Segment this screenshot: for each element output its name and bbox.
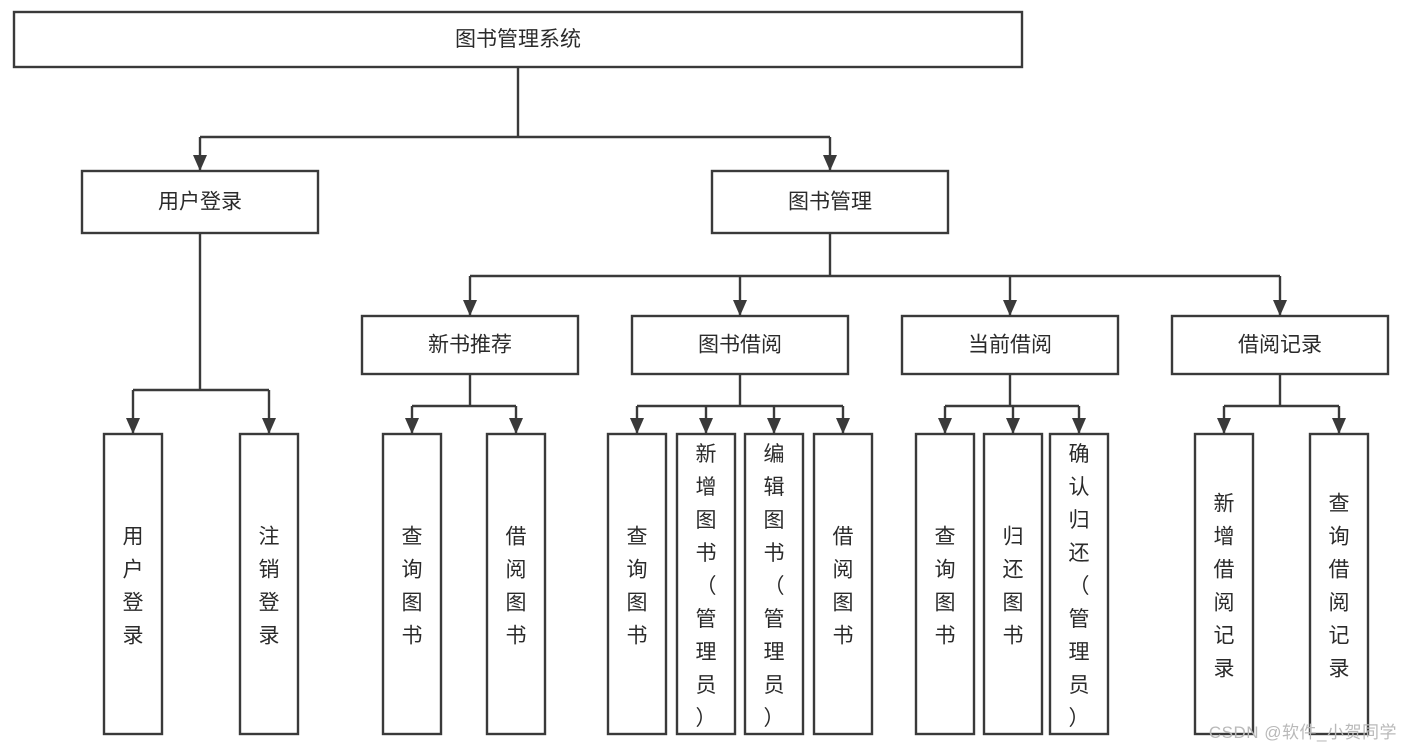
arrow-head-icon [1006,418,1020,434]
node-label: 查询图书 [935,526,956,648]
node-label: 图书借阅 [698,334,782,357]
node-leaf-return-book[interactable]: 归还图书 [982,432,1044,736]
node-borrow-record[interactable]: 借阅记录 [1170,314,1390,376]
node-label: 归还图书 [1003,526,1024,648]
node-label: 查询图书 [627,526,648,648]
node-label: 查询借阅记录 [1329,493,1350,681]
connectors-layer [126,67,1346,434]
node-new-book-recommend[interactable]: 新书推荐 [360,314,580,376]
arrow-head-icon [463,300,477,316]
node-leaf-user-login[interactable]: 用户登录 [102,432,164,736]
node-label: 注销登录 [259,526,280,648]
nodes-layer: 图书管理系统用户登录图书管理新书推荐图书借阅当前借阅借阅记录用户登录注销登录查询… [12,10,1390,736]
arrow-head-icon [836,418,850,434]
node-user-login[interactable]: 用户登录 [80,169,320,235]
node-label: 借阅图书 [506,526,527,648]
node-leaf-borrow-book-1[interactable]: 借阅图书 [485,432,547,736]
arrow-head-icon [733,300,747,316]
arrow-head-icon [126,418,140,434]
node-label: 图书管理系统 [455,28,581,51]
arrow-head-icon [1217,418,1231,434]
arrow-head-icon [699,418,713,434]
node-label: 用户登录 [158,191,242,214]
node-label: 用户登录 [123,526,144,648]
node-label: 借阅记录 [1238,334,1322,357]
arrow-head-icon [262,418,276,434]
node-book-management[interactable]: 图书管理 [710,169,950,235]
arrow-head-icon [193,155,207,171]
node-label: 查询图书 [402,526,423,648]
node-leaf-query-book-2[interactable]: 查询图书 [606,432,668,736]
arrow-head-icon [767,418,781,434]
arrow-head-icon [1273,300,1287,316]
arrow-head-icon [405,418,419,434]
arrow-head-icon [823,155,837,171]
node-leaf-confirm-return[interactable]: 确认归还（管理员） [1048,432,1110,736]
node-leaf-query-book-1[interactable]: 查询图书 [381,432,443,736]
node-leaf-query-book-3[interactable]: 查询图书 [914,432,976,736]
node-label: 确认归还（管理员） [1069,443,1090,730]
node-leaf-add-borrow-record[interactable]: 新增借阅记录 [1193,432,1255,736]
node-leaf-borrow-book-2[interactable]: 借阅图书 [812,432,874,736]
node-current-borrow[interactable]: 当前借阅 [900,314,1120,376]
node-label: 当前借阅 [968,334,1052,357]
node-leaf-edit-book[interactable]: 编辑图书（管理员） [743,432,805,736]
node-label: 新增图书（管理员） [696,443,717,730]
node-leaf-query-borrow-record[interactable]: 查询借阅记录 [1308,432,1370,736]
arrow-head-icon [1072,418,1086,434]
node-leaf-logout-login[interactable]: 注销登录 [238,432,300,736]
arrow-head-icon [938,418,952,434]
node-book-borrow[interactable]: 图书借阅 [630,314,850,376]
node-label: 编辑图书（管理员） [764,443,785,730]
node-leaf-add-book[interactable]: 新增图书（管理员） [675,432,737,736]
arrow-head-icon [630,418,644,434]
arrow-head-icon [1003,300,1017,316]
node-label: 新增借阅记录 [1214,493,1235,681]
node-label: 图书管理 [788,191,872,214]
arrow-head-icon [1332,418,1346,434]
node-label: 新书推荐 [428,334,512,357]
node-system-title[interactable]: 图书管理系统 [12,10,1024,69]
node-label: 借阅图书 [833,526,854,648]
arrow-head-icon [509,418,523,434]
